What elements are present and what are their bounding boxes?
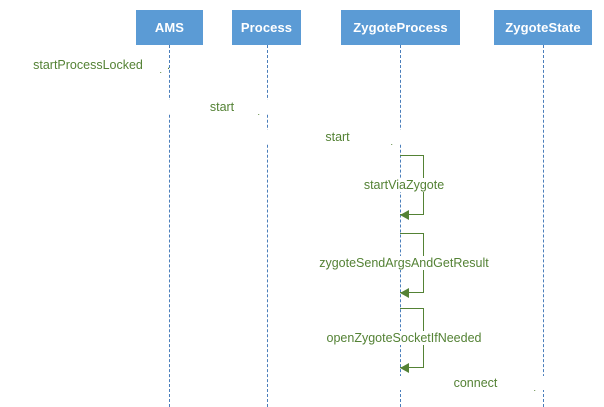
self-call-label-openzygotesocketifneeded: openZygoteSocketIfNeeded	[280, 331, 528, 345]
self-call-arrowhead-startviazygote	[400, 210, 409, 220]
message-label-start-process-zygoteprocess: start	[267, 130, 408, 144]
participant-label-zygoteprocess: ZygoteProcess	[353, 20, 448, 35]
participant-zygotestate[interactable]: ZygoteState	[494, 10, 592, 45]
participant-label-zygotestate: ZygoteState	[505, 20, 581, 35]
lifeline-ams	[169, 45, 170, 407]
participant-label-ams: AMS	[154, 20, 185, 35]
message-label-start-ams-process: start	[169, 100, 275, 114]
participant-process[interactable]: Process	[232, 10, 301, 45]
lifeline-zygotestate	[543, 45, 544, 407]
message-label-startprocesslocked: startProcessLocked	[8, 58, 168, 72]
lifeline-process	[267, 45, 268, 407]
participant-ams[interactable]: AMS	[136, 10, 203, 45]
self-call-label-startviazygote: startViaZygote	[300, 178, 508, 192]
self-call-label-zygotesendargsandgetresult: zygoteSendArgsAndGetResult	[275, 256, 533, 270]
participant-label-process: Process	[240, 20, 293, 35]
self-call-arrowhead-openzygotesocketifneeded	[400, 363, 409, 373]
message-label-connect: connect	[400, 376, 551, 390]
lifeline-zygoteprocess	[400, 45, 401, 407]
self-call-arrowhead-zygotesendargsandgetresult	[400, 288, 409, 298]
participant-zygoteprocess[interactable]: ZygoteProcess	[341, 10, 460, 45]
